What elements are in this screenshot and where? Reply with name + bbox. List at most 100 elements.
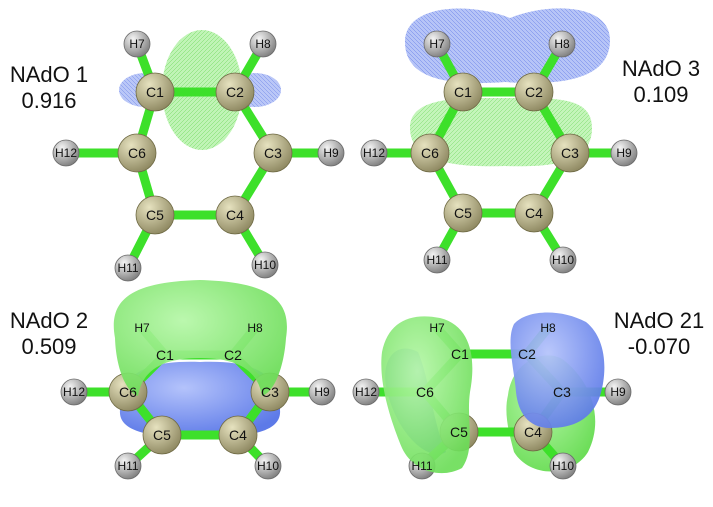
atom-p1-C2 xyxy=(215,72,255,112)
atoms xyxy=(52,30,638,480)
atom-p3-H9 xyxy=(308,378,336,406)
atom-p2-H12-label: H12 xyxy=(363,146,385,160)
atom-p3-H11-label: H11 xyxy=(117,459,138,473)
atom-p1-C4 xyxy=(215,195,255,235)
atom-p4-H10-label: H10 xyxy=(552,459,574,473)
atom-p3-C5-label: C5 xyxy=(153,427,171,443)
atom-p2-C3 xyxy=(550,133,590,173)
atom-p4-H12-label: H12 xyxy=(355,385,377,399)
atom-p2-H12 xyxy=(360,139,388,167)
atom-p3-C5 xyxy=(142,415,182,455)
atom-p1-H12 xyxy=(52,139,80,167)
atom-p1-C5-label: C5 xyxy=(146,207,164,223)
atom-p4-C5-label: C5 xyxy=(450,424,468,440)
atom-p2-C2 xyxy=(514,72,554,112)
atom-p3-H11 xyxy=(114,452,142,480)
atom-p3-H10-label: H10 xyxy=(257,459,279,473)
panel-name: NAdO 2 xyxy=(9,308,89,333)
panel-name: NAdO 1 xyxy=(9,62,89,87)
atom-p2-C1-label: C1 xyxy=(454,84,472,100)
atom-p4-C3-label: C3 xyxy=(553,384,571,400)
lobe-p4-blue-right xyxy=(510,312,605,428)
atom-p2-C6 xyxy=(410,133,450,173)
atom-p4-H7-label: H7 xyxy=(429,321,445,335)
atom-p2-H10 xyxy=(549,246,577,274)
panel-value: -0.070 xyxy=(627,334,691,359)
atom-p2-C6-label: C6 xyxy=(421,145,439,161)
atom-p2-C4-label: C4 xyxy=(525,205,543,221)
atom-p2-C4 xyxy=(514,193,554,233)
lobe-p2-blue xyxy=(405,8,610,84)
atom-p1-C4-label: C4 xyxy=(226,207,244,223)
atom-p1-C2-label: C2 xyxy=(226,84,244,100)
atom-p1-H8 xyxy=(249,30,277,58)
atom-p4-H12 xyxy=(352,378,380,406)
atom-p1-C1 xyxy=(135,72,175,112)
atom-p4-H8-label: H8 xyxy=(540,321,556,335)
atom-p3-C4 xyxy=(218,415,258,455)
atom-p3-C2-label: C2 xyxy=(224,347,242,363)
atom-p3-H9-label: H9 xyxy=(314,385,330,399)
atom-p4-C6-label: C6 xyxy=(416,384,434,400)
atom-p2-H9-label: H9 xyxy=(616,146,632,160)
atom-p1-H10 xyxy=(251,251,279,279)
atom-p2-H11-label: H11 xyxy=(426,253,447,267)
atom-p1-H11-label: H11 xyxy=(117,261,138,275)
atom-p1-H7 xyxy=(123,30,151,58)
atom-p3-H10 xyxy=(254,452,282,480)
atom-p2-H11 xyxy=(423,246,451,274)
panel-value: 0.916 xyxy=(21,88,77,113)
atom-p1-C6-label: C6 xyxy=(128,145,146,161)
orbital-lobes-front xyxy=(113,280,605,474)
atom-p1-H7-label: H7 xyxy=(129,37,145,51)
panel-label-nado3: NAdO 3 0.109 xyxy=(606,56,713,108)
atom-p2-C5 xyxy=(443,193,483,233)
atom-p2-H8 xyxy=(548,30,576,58)
atom-p2-H7-label: H7 xyxy=(429,37,445,51)
atom-p1-H11 xyxy=(114,254,142,282)
atom-p4-H11-label: H11 xyxy=(411,459,432,473)
atom-p1-C3-label: C3 xyxy=(264,145,282,161)
atom-p1-H10-label: H10 xyxy=(254,258,276,272)
panel-label-nado2: NAdO 2 0.509 xyxy=(0,308,104,360)
atom-p4-H10 xyxy=(549,452,577,480)
atom-p2-H7 xyxy=(423,30,451,58)
atom-p1-H12-label: H12 xyxy=(55,146,77,160)
atom-p3-C1-label: C1 xyxy=(156,347,174,363)
atom-p3-C6-label: C6 xyxy=(119,384,137,400)
atom-p3-H7-label: H7 xyxy=(134,321,150,335)
atom-p2-H8-label: H8 xyxy=(554,37,570,51)
atom-p1-C6 xyxy=(117,133,157,173)
atom-p1-C1-label: C1 xyxy=(146,84,164,100)
panel-value: 0.109 xyxy=(633,82,689,107)
atom-p3-H12 xyxy=(60,378,88,406)
atom-p4-C4-label: C4 xyxy=(524,424,542,440)
atom-p2-C2-label: C2 xyxy=(525,84,543,100)
lobe-p4-green-left xyxy=(381,316,473,474)
lobe-p3-green xyxy=(113,280,287,396)
panel-value: 0.509 xyxy=(21,334,77,359)
panel-label-nado1: NAdO 1 0.916 xyxy=(0,62,104,114)
panel-label-nado21: NAdO 21 -0.070 xyxy=(604,308,713,360)
atom-p4-C1-label: C1 xyxy=(451,346,469,362)
atom-p2-C3-label: C3 xyxy=(561,145,579,161)
atom-p3-H8-label: H8 xyxy=(247,321,263,335)
atom-p1-H8-label: H8 xyxy=(255,37,271,51)
atom-p4-H9 xyxy=(604,378,632,406)
atom-p3-H12-label: H12 xyxy=(63,385,85,399)
atom-p2-C1 xyxy=(443,72,483,112)
atom-p1-C5 xyxy=(135,195,175,235)
atom-p1-C3 xyxy=(253,133,293,173)
panel-name: NAdO 3 xyxy=(621,56,701,81)
panel-name: NAdO 21 xyxy=(613,308,705,333)
atom-p3-C4-label: C4 xyxy=(229,427,247,443)
atom-p2-C5-label: C5 xyxy=(454,205,472,221)
atom-p4-H9-label: H9 xyxy=(610,385,626,399)
atom-p1-H9-label: H9 xyxy=(323,146,339,160)
atom-p2-H9 xyxy=(610,139,638,167)
atom-p1-H9 xyxy=(317,139,345,167)
atom-p2-H10-label: H10 xyxy=(552,253,574,267)
